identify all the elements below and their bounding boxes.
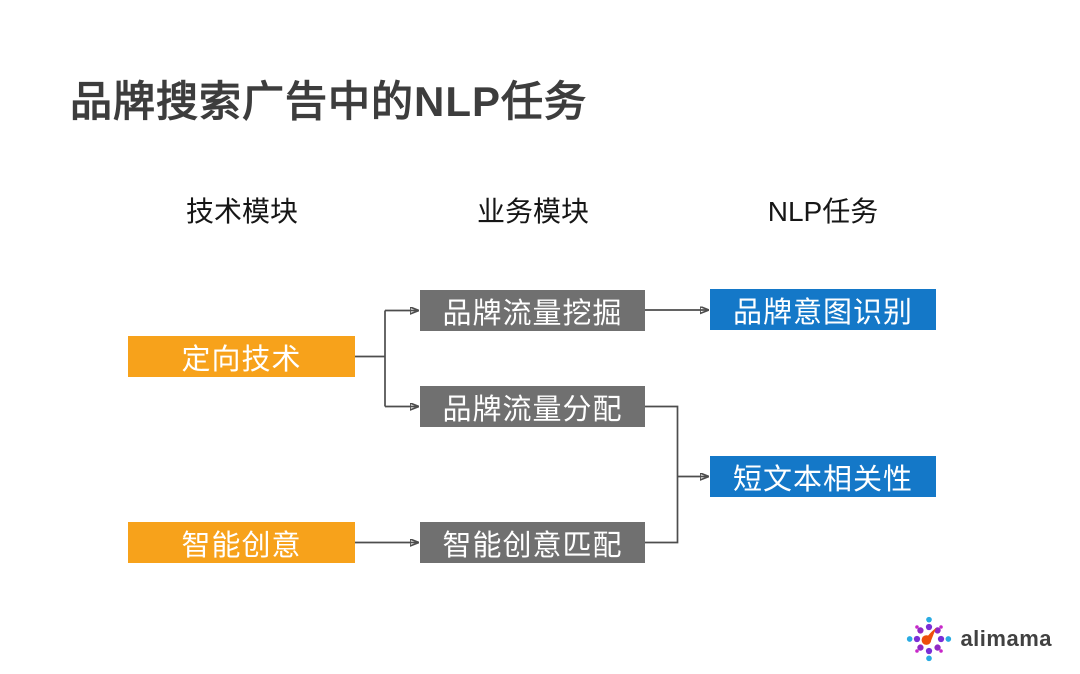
alimama-logo-text: alimama bbox=[960, 626, 1052, 651]
alimama-logo: alimama bbox=[906, 616, 1052, 662]
page-title: 品牌搜索广告中的NLP任务 bbox=[70, 78, 588, 125]
alimama-logo-mark bbox=[907, 616, 952, 662]
edge-matching-to-junction bbox=[645, 476, 679, 544]
node-smart-creative: 智能创意 bbox=[128, 522, 355, 563]
node-brand-traffic-mining: 品牌流量挖掘 bbox=[420, 290, 645, 331]
column-header-tech-modules: 技术模块 bbox=[185, 196, 298, 227]
node-brand-intent-recognition: 品牌意图识别 bbox=[710, 289, 936, 330]
node-short-text-relevance: 短文本相关性 bbox=[710, 456, 936, 497]
node-smart-creative-matching: 智能创意匹配 bbox=[420, 522, 645, 563]
node-brand-traffic-allocation: 品牌流量分配 bbox=[420, 386, 645, 427]
column-header-business-modules: 业务模块 bbox=[476, 196, 589, 227]
edge-targeting-split bbox=[355, 310, 386, 407]
node-targeting-tech: 定向技术 bbox=[128, 336, 355, 377]
column-header-nlp-tasks: NLP任务 bbox=[767, 196, 879, 227]
edge-allocation-to-junction bbox=[645, 405, 679, 477]
